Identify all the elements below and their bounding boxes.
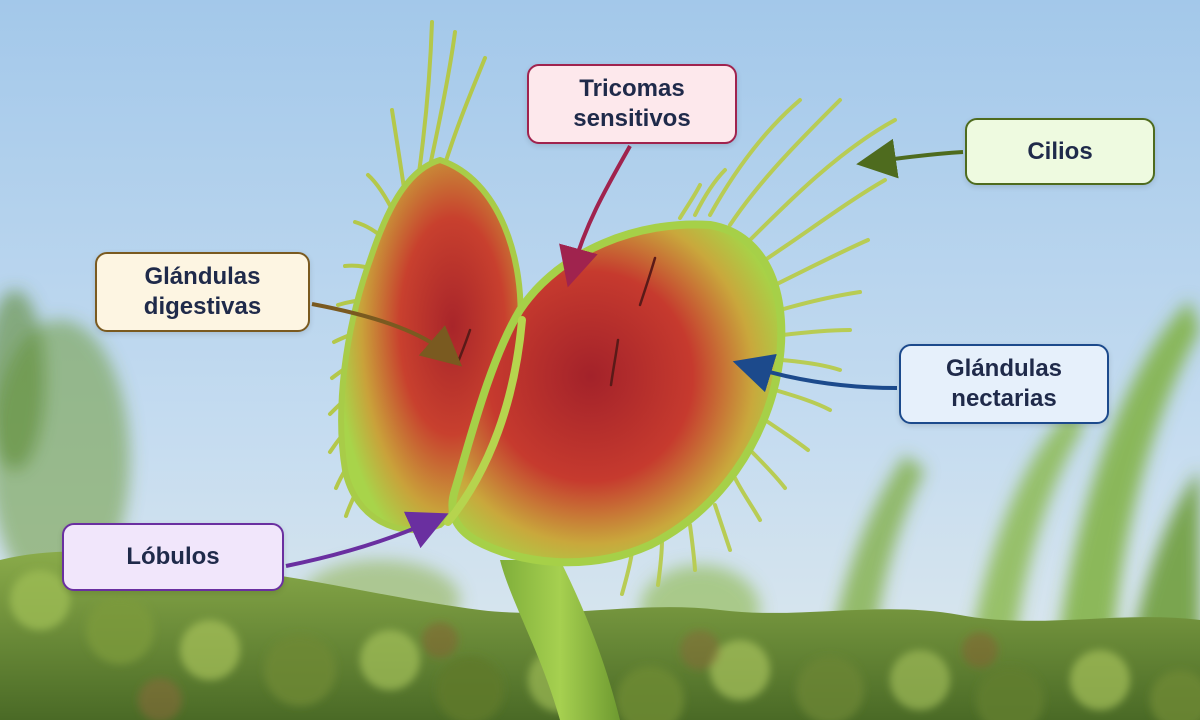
arrow-nectarias: [732, 353, 898, 393]
label-cilios: Cilios: [965, 118, 1155, 185]
arrow-tricomas: [559, 145, 632, 288]
label-text: Tricomas: [579, 75, 685, 102]
label-text: Lóbulos: [126, 543, 220, 570]
right-lobe-cilia: [620, 98, 897, 596]
label-tricomas-sensitivos: Tricomas sensitivos: [527, 64, 737, 144]
label-glandulas-nectarias: Glándulas nectarias: [899, 344, 1109, 424]
label-text: digestivas: [143, 293, 262, 320]
label-lobulos: Lóbulos: [62, 523, 284, 591]
right-lobe: [448, 220, 786, 567]
label-text: sensitivos: [573, 105, 691, 132]
label-text: nectarias: [951, 385, 1057, 412]
plant-stem: [500, 560, 620, 720]
moss-ground: [0, 551, 1200, 720]
arrow-digestivas: [311, 302, 463, 367]
label-glandulas-digestivas: Glándulas digestivas: [95, 252, 310, 332]
label-text: Glándulas: [144, 263, 261, 290]
lobe-rim: [444, 316, 526, 526]
label-text: Glándulas: [945, 355, 1063, 382]
label-text: Cilios: [1027, 137, 1093, 165]
arrow-lobulos: [285, 511, 449, 568]
arrow-cilios: [856, 138, 964, 179]
